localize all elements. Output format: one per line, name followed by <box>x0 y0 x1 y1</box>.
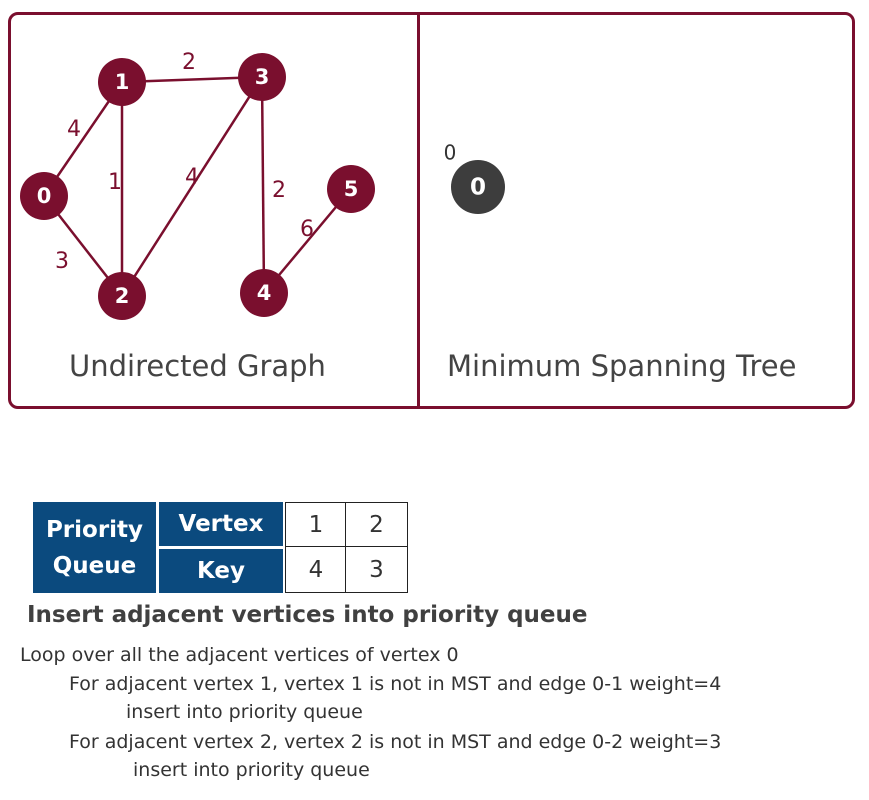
graph-node-0 <box>20 172 68 220</box>
edge-weight-label: 4 <box>67 117 81 142</box>
vertex-header: Vertex <box>159 502 283 546</box>
key-cell: 4 <box>285 546 347 593</box>
mst-caption: Minimum Spanning Tree <box>447 349 797 383</box>
graph-node-label: 3 <box>255 65 270 89</box>
priority-queue-title-line2: Queue <box>52 552 137 579</box>
edge-weight-label: 4 <box>185 165 199 190</box>
graph-node-3 <box>238 53 286 101</box>
step-line: For adjacent vertex 2, vertex 2 is not i… <box>69 731 722 753</box>
graph-node-2 <box>98 272 146 320</box>
step-line: insert into priority queue <box>126 701 363 723</box>
graph-edge-3-4 <box>260 76 266 294</box>
graph-node-label: 2 <box>115 284 130 308</box>
graph-edge-3-2 <box>120 76 264 297</box>
step-title: Insert adjacent vertices into priority q… <box>27 602 588 628</box>
priority-queue-title-line1: Priority <box>45 516 144 543</box>
graph-caption: Undirected Graph <box>69 349 326 383</box>
key-cell: 3 <box>345 546 408 593</box>
edge-weight-label: 3 <box>55 249 69 274</box>
edge-weight-label: 6 <box>300 217 314 242</box>
edge-weight-label: 1 <box>108 170 122 195</box>
key-header: Key <box>159 549 283 593</box>
step-line: For adjacent vertex 1, vertex 1 is not i… <box>69 673 722 695</box>
vertex-cell: 2 <box>345 502 408 548</box>
edge-weight-label: 2 <box>272 178 286 203</box>
mst-node-key-label: 0 <box>444 141 457 165</box>
mst-node-0 <box>451 160 505 214</box>
graph-node-label: 0 <box>37 184 52 208</box>
panel-divider <box>417 15 420 406</box>
graph-node-5 <box>327 165 375 213</box>
graph-node-label: 5 <box>344 177 359 201</box>
graph-node-label: 4 <box>257 281 272 305</box>
mst-node-label: 0 <box>470 175 486 201</box>
graph-node-4 <box>240 269 288 317</box>
vertex-cell: 1 <box>285 502 347 548</box>
edge-weight-label: 2 <box>182 50 196 75</box>
graph-node-1 <box>98 58 146 106</box>
priority-queue-title: Priority Queue <box>33 502 156 593</box>
step-line: insert into priority queue <box>133 759 370 781</box>
step-line: Loop over all the adjacent vertices of v… <box>20 644 459 666</box>
graph-node-label: 1 <box>115 70 130 94</box>
